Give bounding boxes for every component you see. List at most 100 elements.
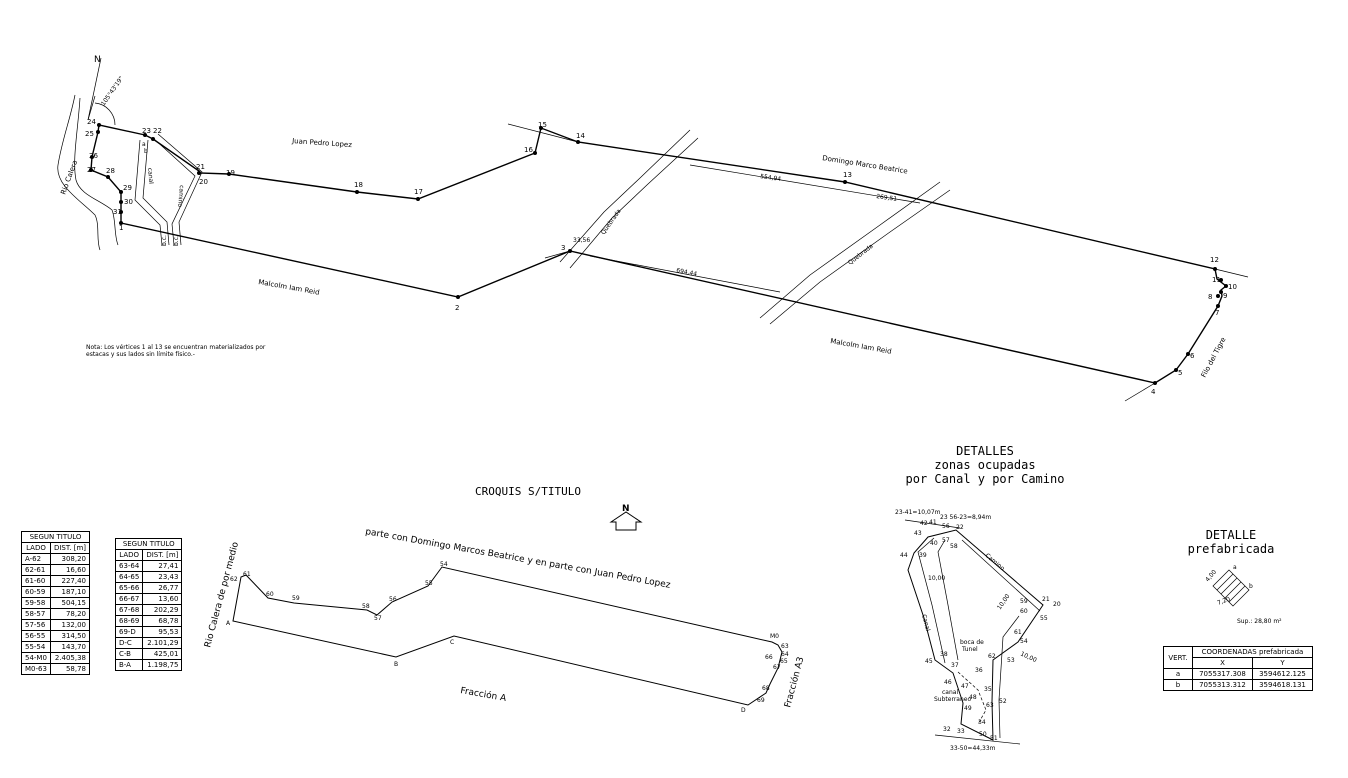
detalles-title-3: por Canal y por Camino xyxy=(906,472,1065,486)
quebrada-2-line-b xyxy=(769,189,951,325)
svg-text:53: 53 xyxy=(1007,657,1015,664)
point-b: b xyxy=(144,148,148,155)
coord-col-x: X xyxy=(1191,657,1253,669)
detalles: DETALLES zonas ocupadas por Canal y por … xyxy=(895,444,1064,752)
t2-col-lado: LADO xyxy=(114,549,144,561)
vertex-25: 25 xyxy=(85,130,94,138)
vertex-12: 12 xyxy=(1210,256,1219,264)
svg-text:59: 59 xyxy=(1020,598,1028,605)
svg-text:33: 33 xyxy=(957,728,965,735)
svg-text:55: 55 xyxy=(425,580,433,587)
svg-text:58: 58 xyxy=(362,603,370,610)
vertex-9: 9 xyxy=(1223,292,1227,300)
vertex-labels: 1 2 3 4 5 6 7 8 9 10 11 12 13 14 15 16 1… xyxy=(85,118,1237,396)
svg-text:61: 61 xyxy=(243,571,251,578)
vertex-22: 22 xyxy=(153,127,162,135)
vertex-15: 15 xyxy=(538,121,547,129)
vertex-29: 29 xyxy=(123,184,132,192)
svg-text:47: 47 xyxy=(961,683,969,690)
coord-col-title: COORDENADAS prefabricada xyxy=(1191,646,1314,658)
det-outline xyxy=(907,529,1044,741)
angle-arc xyxy=(94,102,116,126)
prefab-b: b xyxy=(1249,583,1253,590)
dim-554: 554,94 xyxy=(760,173,782,183)
ext-line-4 xyxy=(1124,382,1156,402)
det-bottom-line xyxy=(934,734,1021,745)
neighbor-filo: Filo del Tigre xyxy=(1200,336,1228,379)
prefab-shape xyxy=(1212,569,1250,607)
vertex-31: 31 xyxy=(113,208,122,216)
det-camino-label: Camino xyxy=(984,552,1006,572)
det-dim-top-left: 23-41=10,07m xyxy=(895,509,941,516)
point-a: a xyxy=(142,141,146,148)
croquis-west-side: Rio Calera de por medio xyxy=(203,540,241,648)
detalles-title-2: zonas ocupadas xyxy=(934,458,1035,472)
north-label: N xyxy=(94,55,101,65)
svg-text:22: 22 xyxy=(956,524,964,531)
note-line-1: Nota: Los vértices 1 al 13 se encuentran… xyxy=(86,344,266,351)
bc-label-2: b.c. xyxy=(173,235,180,246)
vertex-7: 7 xyxy=(1215,309,1219,317)
svg-text:56: 56 xyxy=(389,596,397,603)
svg-text:69: 69 xyxy=(757,697,765,704)
quebrada-2-line-a xyxy=(759,181,941,319)
det-dim-10a: 10,00 xyxy=(928,575,945,582)
t1-col-lado: LADO xyxy=(21,542,51,554)
camino-line-2 xyxy=(157,133,203,246)
property-boundary xyxy=(90,124,1228,384)
svg-text:49: 49 xyxy=(964,705,972,712)
vertex-20: 20 xyxy=(199,178,208,186)
bc-label-1: b.c. xyxy=(161,235,168,246)
dim-line-bottom xyxy=(589,255,781,293)
svg-text:56: 56 xyxy=(942,523,950,530)
vertex-27: 27 xyxy=(87,166,96,174)
ext-line-15 xyxy=(507,123,579,143)
det-inner-right xyxy=(998,615,1020,739)
svg-text:37: 37 xyxy=(951,662,959,669)
svg-text:35: 35 xyxy=(984,686,992,693)
vertex-11: 11 xyxy=(1212,276,1221,284)
svg-text:54: 54 xyxy=(440,561,448,568)
svg-text:59: 59 xyxy=(292,595,300,602)
det-canal-inner-2 xyxy=(937,539,959,661)
neighbor-juan-pedro: Juan Pedro Lopez xyxy=(291,137,353,149)
vertex-4: 4 xyxy=(1151,388,1156,396)
det-boca-1: boca de xyxy=(960,639,984,646)
t2-col-dist: DIST. [m] xyxy=(142,549,183,561)
vertex-14: 14 xyxy=(576,132,585,140)
croquis-north-side: parte con Domingo Marcos Beatrice y en p… xyxy=(364,527,671,591)
river-bank-left xyxy=(57,94,101,251)
ext-line-12 xyxy=(1214,268,1249,278)
canal-line-1 xyxy=(134,139,163,246)
svg-text:57: 57 xyxy=(374,615,382,622)
det-canal-sub-1: canal xyxy=(942,689,958,696)
rio-calera-label: Rio Calera xyxy=(59,159,79,195)
vertex-17: 17 xyxy=(414,188,423,196)
svg-text:58: 58 xyxy=(950,543,958,550)
croquis-north-arrow xyxy=(609,511,643,531)
svg-text:63: 63 xyxy=(781,643,789,650)
det-points: 42 41 56 22 43 40 57 58 44 39 21 20 59 5… xyxy=(900,519,1061,742)
svg-text:34: 34 xyxy=(978,719,986,726)
svg-text:M0: M0 xyxy=(770,633,779,640)
vertex-10: 10 xyxy=(1228,283,1237,291)
prefab-dim-2: 7,20 xyxy=(1216,596,1231,607)
det-dim-10b: 10,00 xyxy=(996,593,1012,611)
t2-title: SEGUN TITULO xyxy=(114,538,183,550)
svg-text:60: 60 xyxy=(266,591,274,598)
t1-col-dist: DIST. [m] xyxy=(49,542,91,554)
svg-text:32: 32 xyxy=(943,726,951,733)
prefab: DETALLE prefabricada a b 4,00 7,20 Sup.:… xyxy=(1188,528,1283,625)
coord-col-y: Y xyxy=(1251,657,1314,669)
prefab-hatch xyxy=(1216,573,1246,603)
